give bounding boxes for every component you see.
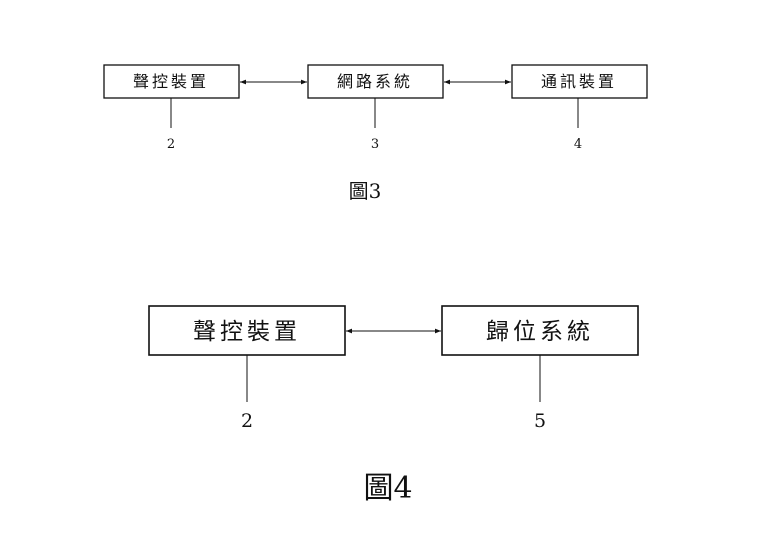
fig3-ref-numeral-voice: 2 bbox=[167, 137, 175, 152]
fig4-caption: 圖4 bbox=[363, 471, 412, 506]
fig4-voice-control-box bbox=[148, 305, 346, 356]
fig3-communication-device-label: 通訊裝置 bbox=[541, 72, 617, 91]
fig4-voice-control-label: 聲控裝置 bbox=[193, 319, 301, 345]
fig3-voice-control-box bbox=[103, 64, 240, 99]
fig3-communication-device-box bbox=[511, 64, 648, 99]
fig3-ref-numeral-comm: 4 bbox=[574, 137, 582, 152]
fig3-caption: 圖3 bbox=[349, 179, 382, 203]
fig4-ref-numeral-homing: 5 bbox=[534, 410, 546, 432]
fig3-network-system-box bbox=[307, 64, 444, 99]
fig3-network-system-label: 網路系統 bbox=[337, 72, 413, 91]
fig4-ref-numeral-voice: 2 bbox=[241, 410, 253, 432]
fig3-ref-numeral-network: 3 bbox=[371, 137, 379, 152]
fig4-homing-system-label: 歸位系統 bbox=[486, 319, 594, 345]
figure-3: 聲控裝置 網路系統 通訊裝置 2 3 4 圖3 bbox=[103, 64, 648, 203]
fig4-homing-system-box bbox=[441, 305, 639, 356]
figure-4: 聲控裝置 歸位系統 2 5 圖4 bbox=[148, 305, 639, 506]
fig3-voice-control-label: 聲控裝置 bbox=[133, 72, 209, 91]
